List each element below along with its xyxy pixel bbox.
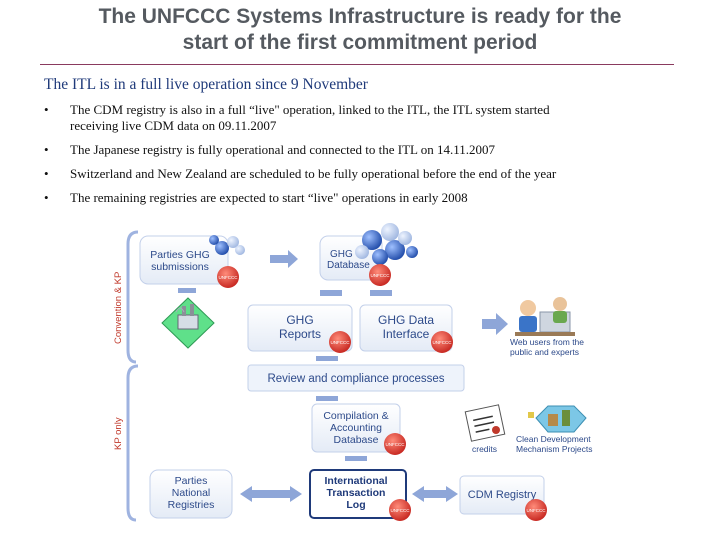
arrow-down-icon bbox=[320, 290, 342, 296]
svg-text:UNFCCC: UNFCCC bbox=[371, 273, 391, 278]
parties-registries-label-3: Registries bbox=[168, 499, 215, 511]
credits-label: credits bbox=[472, 444, 497, 454]
side-bracket-kp bbox=[126, 364, 139, 522]
double-arrow-icon bbox=[412, 486, 458, 502]
page-title: The UNFCCC Systems Infrastructure is rea… bbox=[0, 4, 720, 56]
bullet-dot: • bbox=[44, 190, 49, 205]
parties-registries-label-2: National bbox=[172, 487, 211, 499]
ghg-database-label-2: Database bbox=[327, 260, 370, 271]
ghg-data-interface-label-2: Interface bbox=[383, 327, 430, 341]
web-users-label-2: public and experts bbox=[510, 347, 579, 357]
unfccc-seal-icon: UNFCCC bbox=[369, 264, 391, 286]
side-label-bottom: KP only bbox=[113, 417, 124, 450]
arrow-down-icon bbox=[370, 290, 392, 296]
parties-ghg-label-2: submissions bbox=[151, 261, 209, 273]
title-line-1: The UNFCCC Systems Infrastructure is rea… bbox=[98, 5, 622, 28]
bullet-item: • Switzerland and New Zealand are schedu… bbox=[44, 166, 684, 182]
svg-text:UNFCCC: UNFCCC bbox=[527, 508, 547, 513]
bullet-dot: • bbox=[44, 166, 49, 181]
unfccc-seal-icon: UNFCCC bbox=[329, 331, 351, 353]
cdm-projects-label-2: Mechanism Projects bbox=[516, 444, 593, 454]
bullet-item: • The remaining registries are expected … bbox=[44, 190, 684, 206]
itl-label-2: Transaction bbox=[327, 487, 386, 499]
unfccc-seal-icon: UNFCCC bbox=[525, 499, 547, 521]
ghg-reports-label-2: Reports bbox=[279, 327, 321, 341]
web-users-icon bbox=[515, 297, 575, 336]
web-users-label-1: Web users from the bbox=[510, 337, 584, 347]
small-spheres-icon bbox=[209, 235, 245, 255]
side-bracket-convention bbox=[126, 230, 139, 364]
title-divider bbox=[40, 64, 674, 65]
bullet-item: • The CDM registry is also in a full “li… bbox=[44, 102, 684, 134]
parties-national-registries-box: Parties National Registries bbox=[149, 469, 233, 519]
compilation-label-2: Accounting bbox=[330, 422, 382, 434]
ghg-data-interface-box: GHG Data Interface bbox=[359, 304, 453, 352]
cdm-projects-icon bbox=[528, 405, 587, 433]
side-label-top: Convention & KP bbox=[113, 272, 124, 344]
itl-label-1: International bbox=[324, 475, 387, 487]
compilation-label-3: Database bbox=[334, 434, 379, 446]
cdm-registry-box: CDM Registry bbox=[459, 475, 545, 515]
title-line-2: start of the first commitment period bbox=[182, 31, 538, 54]
database-spheres-icon bbox=[355, 223, 418, 265]
bullet-text: The CDM registry is also in a full “live… bbox=[70, 102, 550, 117]
bullet-text: The Japanese registry is fully operation… bbox=[70, 142, 496, 157]
kp-diamond-icon bbox=[161, 297, 215, 349]
ghg-reports-box: GHG Reports bbox=[247, 304, 353, 352]
unfccc-seal-icon: UNFCCC bbox=[431, 331, 453, 353]
double-arrow-icon bbox=[240, 486, 302, 502]
unfccc-seal-icon: UNFCCC bbox=[389, 499, 411, 521]
parties-registries-label-1: Parties bbox=[175, 475, 208, 487]
cdm-projects-label-1: Clean Development bbox=[516, 434, 591, 444]
ghg-database-label-1: GHG bbox=[330, 249, 353, 260]
bullet-text-continued: receiving live CDM data on 09.11.2007 bbox=[70, 118, 277, 133]
subtitle: The ITL is in a full live operation sinc… bbox=[44, 76, 368, 93]
arrow-down-icon bbox=[316, 356, 338, 401]
ghg-data-interface-label-1: GHG Data bbox=[378, 313, 434, 327]
bullet-text: Switzerland and New Zealand are schedule… bbox=[70, 166, 557, 181]
svg-text:UNFCCC: UNFCCC bbox=[219, 275, 239, 280]
compilation-accounting-database-box: Compilation & Accounting Database bbox=[311, 403, 401, 453]
arrow-down-icon bbox=[178, 288, 196, 293]
parties-ghg-label-1: Parties GHG bbox=[150, 249, 210, 261]
compilation-label-1: Compilation & bbox=[323, 410, 388, 422]
cdm-registry-label: CDM Registry bbox=[468, 489, 537, 501]
unfccc-seal-icon: UNFCCC bbox=[384, 433, 406, 455]
bullet-dot: • bbox=[44, 102, 49, 117]
review-compliance-label: Review and compliance processes bbox=[267, 373, 444, 385]
svg-text:UNFCCC: UNFCCC bbox=[433, 340, 453, 345]
itl-box: International Transaction Log bbox=[309, 469, 407, 519]
unfccc-seal-icon: UNFCCC bbox=[217, 266, 239, 288]
credits-document-icon bbox=[464, 404, 506, 442]
arrow-right-icon bbox=[270, 250, 298, 268]
bullet-item: • The Japanese registry is fully operati… bbox=[44, 142, 684, 158]
svg-text:UNFCCC: UNFCCC bbox=[391, 508, 411, 513]
svg-text:UNFCCC: UNFCCC bbox=[386, 442, 406, 447]
review-compliance-box: Review and compliance processes bbox=[247, 364, 465, 392]
ghg-reports-label-1: GHG bbox=[286, 313, 313, 327]
bullet-text: The remaining registries are expected to… bbox=[70, 190, 468, 205]
itl-label-3: Log bbox=[346, 499, 365, 511]
bullet-list: • The CDM registry is also in a full “li… bbox=[44, 102, 684, 214]
bullet-dot: • bbox=[44, 142, 49, 157]
arrow-down-icon bbox=[345, 456, 367, 461]
arrow-right-icon bbox=[482, 313, 508, 335]
parties-ghg-submissions-box: Parties GHG submissions bbox=[139, 235, 229, 285]
svg-text:UNFCCC: UNFCCC bbox=[331, 340, 351, 345]
